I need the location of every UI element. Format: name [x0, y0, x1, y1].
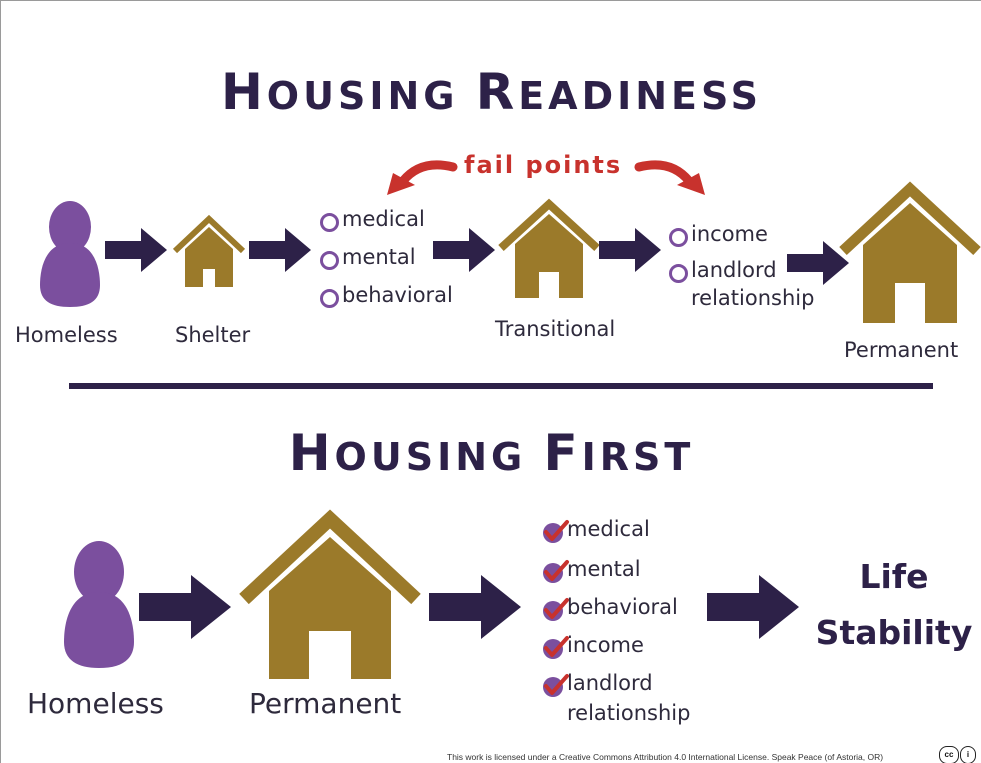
- homeless-label-bottom: Homeless: [27, 687, 164, 720]
- life-stability-line2: Stability: [815, 613, 973, 652]
- empty-circle-icon: [320, 289, 339, 308]
- check-mental: mental: [567, 557, 641, 581]
- check-income: income: [567, 633, 644, 657]
- arrow-right-icon: [429, 575, 521, 639]
- arrow-right-icon: [707, 575, 799, 639]
- empty-circle-icon: [320, 251, 339, 270]
- empty-circle-icon: [320, 213, 339, 232]
- arrow-right-icon: [139, 575, 231, 639]
- homeless-person-icon: [64, 541, 134, 668]
- housing-readiness-title: HOUSING READINESS: [220, 63, 763, 121]
- arrow-right-icon: [105, 228, 167, 272]
- arrow-right-icon: [599, 228, 661, 272]
- check-behavioral: behavioral: [567, 595, 678, 619]
- check-circle-icon: [543, 636, 569, 659]
- empty-circle-icon: [669, 264, 688, 283]
- permanent-house-large-icon: [239, 509, 421, 679]
- cc-by-icon: i: [960, 746, 976, 763]
- homeless-person-icon: [40, 201, 100, 307]
- fail-arrow-left-icon: [387, 160, 458, 195]
- check-landlord: landlord: [567, 671, 653, 695]
- check-relationship: relationship: [567, 701, 691, 725]
- permanent-label: Permanent: [844, 338, 959, 362]
- barrier-relationship: relationship: [691, 286, 815, 310]
- barrier-behavioral: behavioral: [342, 283, 453, 307]
- license-text: This work is licensed under a Creative C…: [447, 752, 884, 762]
- arrow-right-icon: [433, 228, 495, 272]
- check-circle-icon: [543, 674, 569, 697]
- housing-first-title: HOUSING FIRST: [288, 424, 695, 482]
- barrier-income: income: [691, 222, 768, 246]
- barrier-landlord: landlord: [691, 258, 777, 282]
- fail-arrow-right-icon: [634, 160, 705, 195]
- check-circle-icon: [543, 598, 569, 621]
- arrow-right-icon: [249, 228, 311, 272]
- transitional-label: Transitional: [495, 317, 616, 341]
- barrier-mental: mental: [342, 245, 416, 269]
- empty-circle-icon: [669, 228, 688, 247]
- permanent-house-icon: [839, 181, 981, 323]
- transitional-house-icon: [498, 198, 600, 298]
- check-circle-icon: [543, 520, 569, 543]
- fail-points-label: fail points: [464, 151, 623, 179]
- arrow-right-icon: [787, 241, 849, 285]
- permanent-label-bottom: Permanent: [249, 687, 402, 720]
- shelter-label: Shelter: [175, 323, 251, 347]
- check-circle-icon: [543, 560, 569, 583]
- homeless-label: Homeless: [15, 323, 118, 347]
- shelter-house-icon: [172, 214, 246, 287]
- life-stability-line1: Life: [859, 557, 929, 596]
- barrier-medical: medical: [342, 207, 425, 231]
- section-divider: [69, 383, 933, 389]
- cc-license-icon[interactable]: cc: [939, 746, 959, 763]
- check-medical: medical: [567, 517, 650, 541]
